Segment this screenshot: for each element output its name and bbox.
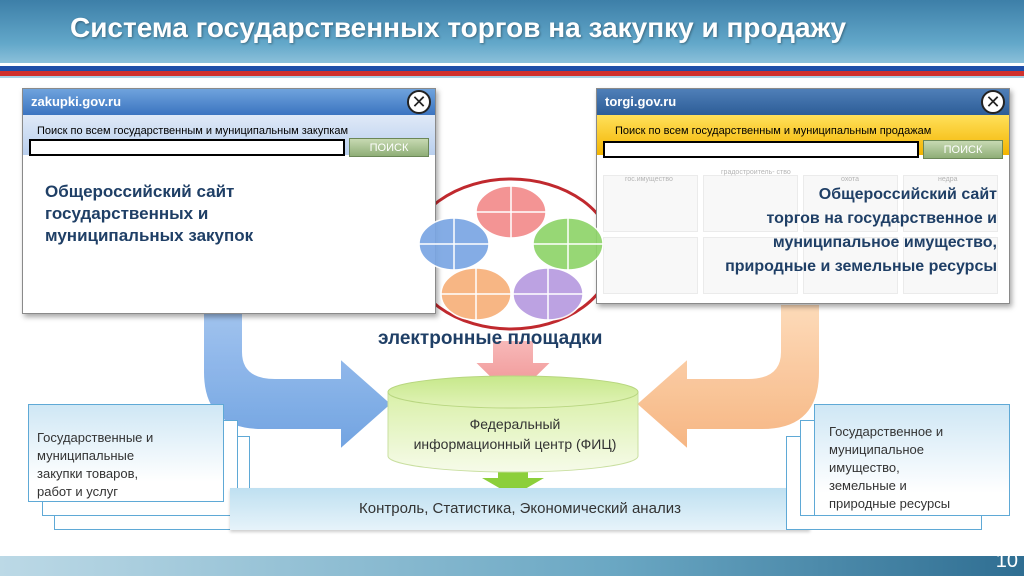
torgi-window: torgi.gov.ru ✕ Поиск по всем государстве… xyxy=(596,88,1010,304)
slide-header: Система государственных торгов на закупк… xyxy=(0,0,1024,78)
doc-left-front: Государственные и муниципальные закупки … xyxy=(28,404,224,502)
zakupki-url[interactable]: zakupki.gov.ru xyxy=(31,94,122,109)
doc-right-text: Государственное и муниципальное имуществ… xyxy=(829,424,951,511)
close-icon[interactable]: ✕ xyxy=(407,90,431,114)
thumb-okhota[interactable] xyxy=(803,175,898,232)
header-stripe-red xyxy=(0,71,1024,76)
torgi-search-panel: Поиск по всем государственным и муниципа… xyxy=(597,115,1009,159)
fic-cylinder xyxy=(387,375,639,473)
slide-title: Система государственных торгов на закупк… xyxy=(70,12,847,43)
zakupki-window: zakupki.gov.ru ✕ Поиск по всем государст… xyxy=(22,88,436,314)
doc-right-front: Государственное и муниципальное имуществ… xyxy=(814,404,1010,516)
control-band: Контроль, Статистика, Экономический анал… xyxy=(230,488,810,530)
torgi-search-input[interactable] xyxy=(603,141,919,158)
zakupki-search-input[interactable] xyxy=(29,139,345,156)
zakupki-titlebar: zakupki.gov.ru ✕ xyxy=(23,89,435,115)
thumb-label-gos: гос.имущество xyxy=(625,176,673,183)
thumb-row2-4[interactable] xyxy=(903,237,998,294)
thumb-gos-imushchestvo[interactable] xyxy=(603,175,698,232)
close-icon[interactable]: ✕ xyxy=(981,90,1005,114)
thumb-label-grad: градостроитель- ство xyxy=(721,169,791,176)
fic-label: Федеральный информационный центр (ФИЦ) xyxy=(413,416,617,452)
green-down-arrow xyxy=(482,470,544,496)
zakupki-search-panel: Поиск по всем государственным и муниципа… xyxy=(23,115,435,157)
control-band-text: Контроль, Статистика, Экономический анал… xyxy=(359,500,681,517)
zakupki-search-label: Поиск по всем государственным и муниципа… xyxy=(37,125,349,137)
doc-left-text: Государственные и муниципальные закупки … xyxy=(37,430,154,499)
thumb-row2-3[interactable] xyxy=(803,237,898,294)
thumb-gradostroitelstvo[interactable] xyxy=(703,175,798,232)
thumb-label-nedra: недра xyxy=(938,176,958,183)
left-blue-arrow xyxy=(202,303,394,453)
torgi-search-button[interactable]: ПОИСК xyxy=(923,140,1003,159)
thumb-label-okhota: охота xyxy=(841,176,859,183)
zakupki-description: Общероссийский сайт государственных и му… xyxy=(45,182,254,245)
torgi-search-label: Поиск по всем государственным и муниципа… xyxy=(615,125,932,137)
torgi-description: Общероссийский сайт торгов на государств… xyxy=(725,186,997,275)
header-stripe-white xyxy=(0,63,1024,66)
right-orange-arrow xyxy=(634,303,821,453)
torgi-titlebar: torgi.gov.ru ✕ xyxy=(597,89,1009,115)
torgi-url[interactable]: torgi.gov.ru xyxy=(605,94,677,109)
zakupki-search-button[interactable]: ПОИСК xyxy=(349,138,429,157)
slide-footer: 10 xyxy=(0,550,1024,576)
platforms-group xyxy=(407,177,615,331)
header-stripe-blue xyxy=(0,66,1024,71)
thumb-nedra[interactable] xyxy=(903,175,998,232)
thumb-row2-2[interactable] xyxy=(703,237,798,294)
platforms-label: электронные площадки xyxy=(378,328,603,349)
page-number: 10 xyxy=(995,550,1018,572)
